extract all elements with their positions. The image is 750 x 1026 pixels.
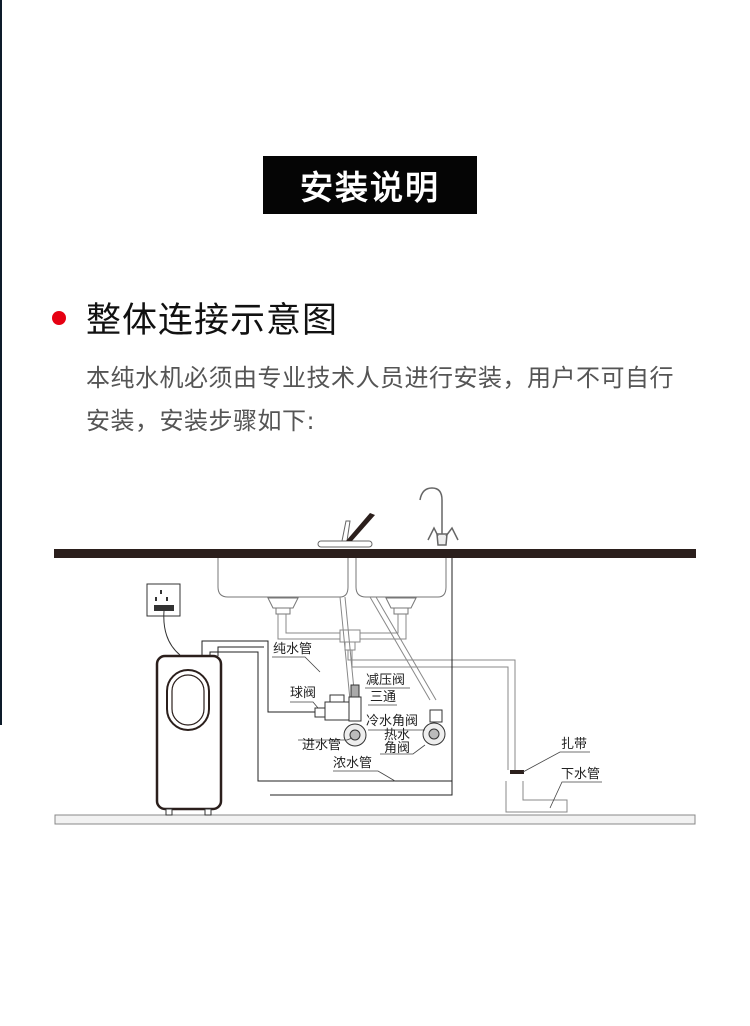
kitchen-faucet-icon [317, 513, 375, 548]
label-cold-angle-valve: 冷水角阀 [366, 714, 418, 729]
label-ball-valve: 球阀 [290, 686, 316, 701]
label-drain-pipe: 下水管 [561, 767, 600, 782]
cabinet-outline [270, 557, 453, 796]
countertop [54, 549, 696, 558]
drain-pipes [277, 596, 516, 770]
bullet-dot-icon [52, 310, 66, 325]
label-inlet-pipe: 进水管 [302, 738, 341, 753]
label-cable-tie: 扎带 [561, 737, 587, 752]
leader-lines [272, 656, 602, 809]
section-description: 本纯水机必须由专业技术人员进行安装，用户不可自行 安装，安装步骤如下: [86, 357, 686, 443]
section-heading: 整体连接示意图 [50, 292, 338, 343]
label-angle-valve: 角阀 [384, 741, 410, 756]
label-pressure-reducing-valve: 减压阀 [366, 673, 405, 688]
valve-assembly [314, 684, 446, 747]
sink-basins [217, 557, 447, 615]
description-line-2: 安装，安装步骤如下: [86, 407, 316, 435]
label-tee: 三通 [370, 690, 396, 705]
floor [54, 814, 696, 825]
machine-pipes [201, 640, 452, 782]
wall-socket-icon [146, 583, 181, 656]
label-pure-water-pipe: 纯水管 [273, 642, 312, 657]
purifier-machine-icon [155, 654, 223, 816]
description-line-1: 本纯水机必须由专业技术人员进行安装，用户不可自行 [86, 364, 674, 392]
pure-water-faucet-icon [419, 487, 459, 546]
page-title-banner: 安装说明 [263, 156, 477, 214]
left-edge-bar [0, 0, 2, 725]
label-concentrate-pipe: 浓水管 [333, 756, 372, 771]
connection-diagram: 纯水管 球阀 减压阀 三通 冷水角阀 热水 角阀 进水管 浓水管 扎带 下水管 [54, 487, 696, 825]
page-title: 安装说明 [300, 168, 440, 207]
label-hot-water: 热水 [384, 728, 410, 743]
section-title: 整体连接示意图 [86, 301, 339, 341]
